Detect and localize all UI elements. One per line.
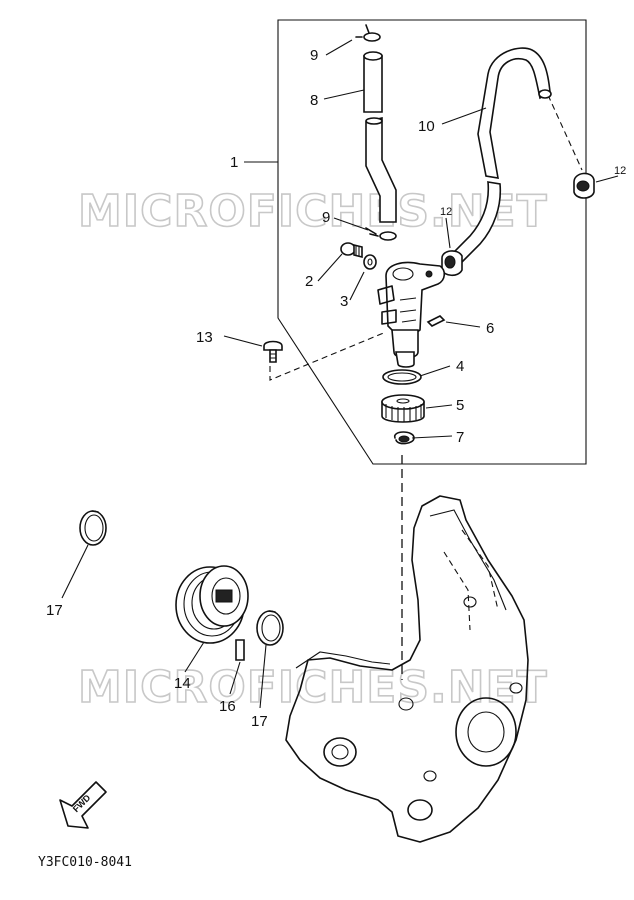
- hose-clip-lower[interactable]: [365, 227, 397, 241]
- dowel-pin[interactable]: [426, 315, 446, 327]
- callout-10: 10: [418, 118, 435, 135]
- callout-9-top: 9: [310, 47, 318, 64]
- diagram-code: Y3FC010-8041: [38, 855, 132, 870]
- callout-12-right: 12: [614, 165, 626, 177]
- callout-17-left: 17: [46, 602, 63, 619]
- hose-clamp-alignment-line: [547, 94, 583, 171]
- bolt-washer[interactable]: [363, 254, 377, 270]
- long-hose[interactable]: [452, 47, 552, 264]
- callout-7: 7: [456, 429, 464, 446]
- forward-arrow-icon: FWD: [59, 781, 107, 829]
- forward-label: FWD: [71, 792, 93, 814]
- oil-pump-body[interactable]: [377, 261, 446, 368]
- hose-clip-top[interactable]: [355, 24, 381, 42]
- pulley-circlip-upper[interactable]: [79, 510, 107, 546]
- assembly-frame: [277, 19, 587, 465]
- callout-4: 4: [456, 358, 464, 375]
- short-hose[interactable]: [363, 51, 397, 223]
- callout-17-right: 17: [251, 713, 268, 730]
- gear-circlip[interactable]: [394, 431, 415, 445]
- screw-alignment-line: [269, 331, 387, 381]
- watermark-bottom: MICROFICHES.NET: [78, 662, 548, 713]
- pump-pulley[interactable]: [175, 565, 249, 644]
- hose-clamp-right[interactable]: [573, 172, 595, 199]
- callout-6: 6: [486, 320, 494, 337]
- hose-clamp-left[interactable]: [441, 250, 463, 277]
- crankcase-cover: [285, 495, 529, 843]
- o-ring[interactable]: [382, 369, 422, 385]
- pan-head-screw[interactable]: [263, 340, 283, 363]
- callout-3: 3: [340, 293, 348, 310]
- watermark-top: MICROFICHES.NET: [78, 186, 548, 237]
- callout-1: 1: [230, 154, 238, 171]
- callout-12-left: 12: [440, 206, 452, 218]
- pulley-circlip-lower[interactable]: [256, 610, 284, 646]
- leader-lines: [61, 39, 619, 709]
- callout-9-lower: 9: [322, 209, 330, 226]
- oil-pump-drive-gear[interactable]: [381, 394, 425, 423]
- callout-2: 2: [305, 273, 313, 290]
- bleed-bolt[interactable]: [340, 242, 363, 259]
- pulley-pin[interactable]: [235, 639, 245, 661]
- callout-14: 14: [174, 675, 191, 692]
- callout-5: 5: [456, 397, 464, 414]
- callout-8: 8: [310, 92, 318, 109]
- callout-13: 13: [196, 329, 213, 346]
- callout-16: 16: [219, 698, 236, 715]
